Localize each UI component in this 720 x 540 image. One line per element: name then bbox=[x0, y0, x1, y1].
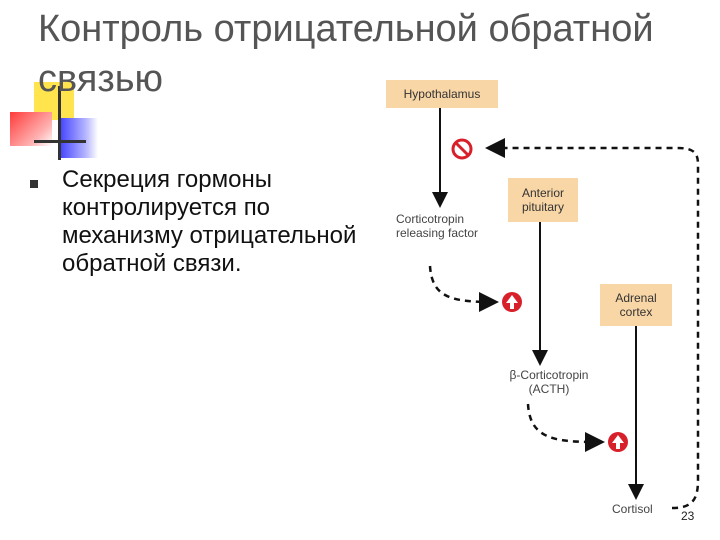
inhibit-icon bbox=[451, 138, 473, 160]
hypothalamus-box: Hypothalamus bbox=[386, 80, 498, 108]
acth-label: β-Corticotropin (ACTH) bbox=[509, 368, 589, 396]
dashed-feedback-loop bbox=[485, 138, 700, 510]
cortisol-label: Cortisol bbox=[612, 502, 653, 516]
anterior-pituitary-box: Anterior pituitary bbox=[508, 178, 578, 222]
anterior-pituitary-label: Anterior pituitary bbox=[521, 186, 565, 214]
page-number: 23 bbox=[681, 509, 695, 523]
crf-label: Corticotropin releasing factor bbox=[396, 212, 479, 240]
adrenal-cortex-label: Adrenal cortex bbox=[615, 291, 657, 319]
decor-blue-square bbox=[58, 118, 98, 158]
bullet-text: Секреция гормоны контролируется по механ… bbox=[62, 166, 357, 277]
decor-horizontal-line bbox=[34, 140, 86, 143]
stimulate-icon-pituitary bbox=[502, 292, 522, 312]
decor-vertical-line bbox=[58, 86, 61, 160]
dashed-acth-to-cortex bbox=[526, 403, 605, 452]
dashed-crf-to-pituitary bbox=[428, 265, 499, 312]
stimulate-icon-cortex bbox=[608, 432, 628, 452]
slide-title: Контроль отрицательной обратной связью bbox=[38, 8, 654, 100]
bullet-marker bbox=[30, 180, 38, 188]
hypothalamus-label: Hypothalamus bbox=[403, 87, 481, 101]
adrenal-cortex-box: Adrenal cortex bbox=[600, 284, 672, 326]
